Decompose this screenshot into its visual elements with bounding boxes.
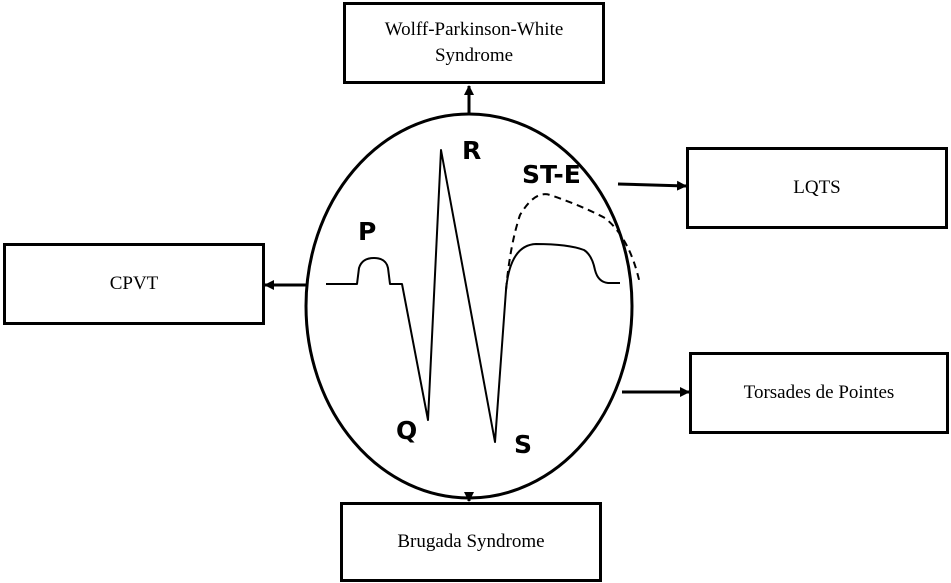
st-elevation-dashed-curve: [505, 193, 641, 291]
wpw-box: Wolff-Parkinson-White Syndrome: [343, 2, 605, 84]
wpw-label-line2: Syndrome: [434, 45, 514, 66]
p-wave-label: P: [358, 217, 377, 246]
wpw-label-line1: Wolff-Parkinson-White: [384, 19, 564, 41]
cpvt-label: CPVT: [109, 273, 159, 295]
q-wave-label: Q: [396, 416, 418, 445]
lqts-label: LQTS: [793, 177, 841, 199]
brugada-label: Brugada Syndrome: [397, 531, 545, 553]
brugada-box: Brugada Syndrome: [340, 502, 602, 582]
torsades-box: Torsades de Pointes: [689, 352, 949, 434]
s-wave-label: S: [514, 430, 533, 459]
st-elevation-label: ST-E: [522, 160, 581, 189]
cpvt-box: CPVT: [3, 243, 265, 325]
torsades-label: Torsades de Pointes: [743, 382, 895, 404]
lqts-box: LQTS: [686, 147, 948, 229]
arrow-to-lqts: [617, 180, 687, 191]
ecg-trace: [326, 149, 620, 443]
r-wave-label: R: [462, 136, 482, 165]
